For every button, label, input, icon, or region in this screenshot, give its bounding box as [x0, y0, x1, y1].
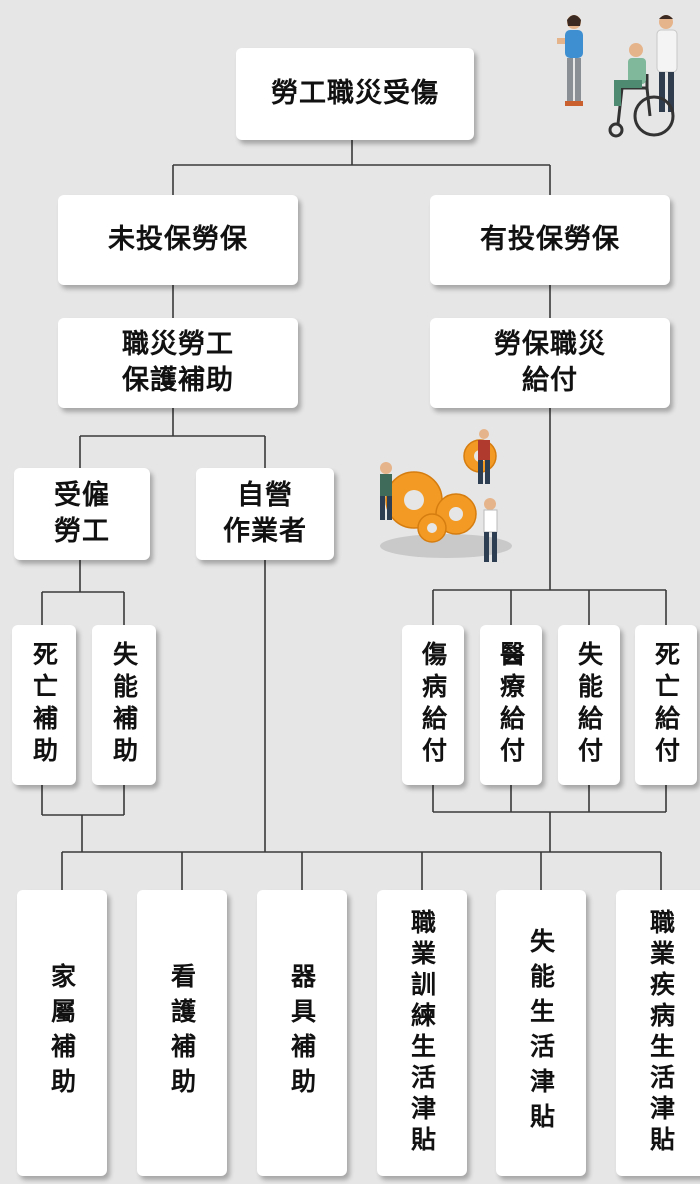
self-employed-node: 自營 作業者 [196, 468, 334, 560]
nursing-subsidy-label: 看護補助 [167, 963, 197, 1103]
disability-subsidy-node: 失能補助 [92, 625, 156, 785]
medical-benefit-node: 醫療給付 [480, 625, 542, 785]
occupational-disease-allowance-node: 職業疾病生活津貼 [616, 890, 700, 1176]
insured-label: 有投保勞保 [480, 223, 620, 255]
injury-sickness-benefit-node: 傷病給付 [402, 625, 464, 785]
disability-living-allowance-node: 失能生活津貼 [496, 890, 586, 1176]
gears-workers-illustration [380, 429, 512, 562]
death-benefit-label: 死亡給付 [651, 641, 681, 769]
nursing-subsidy-node: 看護補助 [137, 890, 227, 1176]
caregiver-wheelchair-illustration [557, 15, 678, 138]
employed-worker-label: 受僱 勞工 [54, 479, 110, 547]
death-benefit-node: 死亡給付 [635, 625, 697, 785]
death-subsidy-label: 死亡補助 [29, 641, 59, 769]
family-subsidy-node: 家屬補助 [17, 890, 107, 1176]
uninsured-node: 未投保勞保 [58, 195, 298, 285]
vocational-training-allowance-label: 職業訓練生活津貼 [407, 909, 437, 1157]
root-node: 勞工職災受傷 [236, 48, 474, 140]
family-subsidy-label: 家屬補助 [47, 963, 77, 1103]
vocational-training-allowance-node: 職業訓練生活津貼 [377, 890, 467, 1176]
insured-scheme-node: 勞保職災 給付 [430, 318, 670, 408]
insured-node: 有投保勞保 [430, 195, 670, 285]
disability-benefit-label: 失能給付 [574, 641, 604, 769]
death-subsidy-node: 死亡補助 [12, 625, 76, 785]
occupational-disease-allowance-label: 職業疾病生活津貼 [646, 909, 676, 1157]
injury-sickness-benefit-label: 傷病給付 [418, 641, 448, 769]
root-label: 勞工職災受傷 [271, 77, 439, 109]
disability-subsidy-label: 失能補助 [109, 641, 139, 769]
self-employed-label: 自營 作業者 [223, 479, 307, 547]
insured-scheme-label: 勞保職災 給付 [494, 328, 606, 396]
disability-living-allowance-label: 失能生活津貼 [526, 928, 556, 1138]
medical-benefit-label: 醫療給付 [496, 641, 526, 769]
employed-worker-node: 受僱 勞工 [14, 468, 150, 560]
disability-benefit-node: 失能給付 [558, 625, 620, 785]
uninsured-scheme-label: 職災勞工 保護補助 [122, 328, 234, 396]
uninsured-label: 未投保勞保 [108, 223, 248, 255]
uninsured-scheme-node: 職災勞工 保護補助 [58, 318, 298, 408]
equipment-subsidy-label: 器具補助 [287, 963, 317, 1103]
equipment-subsidy-node: 器具補助 [257, 890, 347, 1176]
